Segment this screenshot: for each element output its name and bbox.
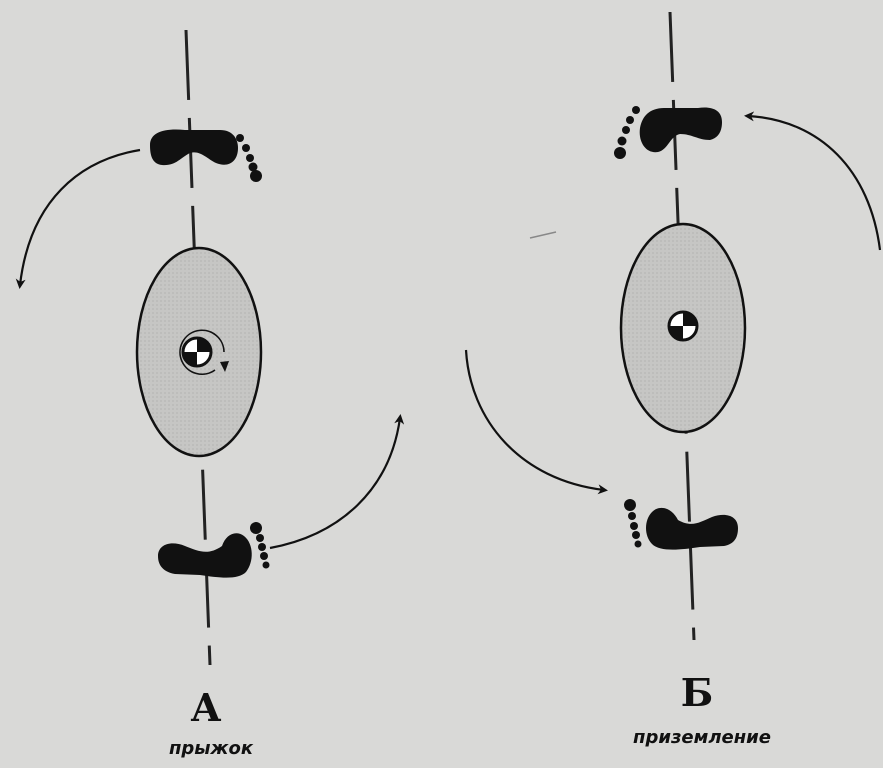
panel-b-label: Б bbox=[657, 670, 737, 715]
panel-b-caption: приземление bbox=[582, 727, 822, 748]
footprint-icon bbox=[158, 522, 270, 578]
curved-arrow-icon bbox=[270, 418, 400, 548]
panel-a-caption: прыжок bbox=[91, 738, 331, 759]
footprint-icon bbox=[150, 130, 262, 182]
center-of-mass-icon bbox=[183, 338, 211, 366]
curved-arrow-icon bbox=[748, 116, 880, 250]
curved-arrow-icon bbox=[466, 350, 604, 490]
curved-arrow-icon bbox=[20, 150, 140, 285]
footprint-icon bbox=[614, 106, 722, 159]
center-of-mass-icon bbox=[669, 312, 697, 340]
scan-mark bbox=[530, 232, 556, 238]
panel-a bbox=[20, 30, 400, 665]
footprint-icon bbox=[624, 499, 738, 550]
panel-a-label: А bbox=[166, 685, 246, 730]
panel-b bbox=[466, 12, 880, 640]
